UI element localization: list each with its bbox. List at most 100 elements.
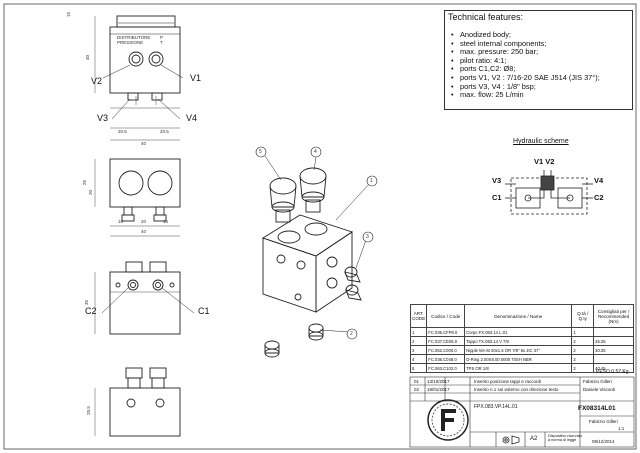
label-v4: V4	[186, 113, 198, 123]
projection-symbol-icon	[502, 435, 520, 445]
bom-header-row: ART. CODE Codice / Code Denominazione / …	[409, 304, 634, 328]
bom-header: ART. CODE	[409, 304, 428, 328]
dimension-label: 20.5	[85, 406, 91, 415]
dimension-label: 20	[88, 189, 94, 196]
bom-cell: FC.036.CFP8.0	[426, 327, 466, 337]
company-logo	[427, 399, 469, 441]
revision-description: Inserito n.1 sul esterno con direzione t…	[474, 387, 559, 392]
dimension-label: 20.5	[118, 129, 127, 134]
top-view	[94, 15, 181, 141]
top-view-engraving-right: P T	[160, 35, 164, 45]
drawing-date: 09/12/2014	[592, 439, 615, 444]
hydraulic-schematic	[505, 170, 593, 215]
bom-cell	[593, 354, 634, 364]
dimension-label: 35	[84, 299, 90, 306]
balloon-4-top	[310, 146, 322, 158]
dimension-label: 40	[85, 54, 91, 61]
title-block	[409, 376, 635, 448]
label-v1: V1	[190, 73, 202, 83]
bom-cell: TPS OR 1/8	[464, 363, 573, 373]
dimension-label: 16	[118, 219, 124, 224]
top-view-leaders	[102, 64, 184, 120]
balloon-3	[362, 231, 374, 243]
scheme-label-c1: C1	[492, 193, 502, 202]
balloon-number: 5	[259, 149, 262, 155]
bom-cell: Corpo FX.083.14 L.01	[464, 327, 573, 337]
bom-cell: 2	[571, 354, 595, 364]
bom-row: 4 FC.036.C048.0 O-Ring 2.00X8.00 0000 70…	[409, 354, 634, 364]
bom-cell: O-Ring 2.00X8.00 0000 70SH NBR	[464, 354, 573, 364]
technical-features-list: Anodized body; steel internal components…	[451, 30, 600, 100]
technical-features-box: Technical features: Anodized body; steel…	[444, 10, 633, 110]
feature-item: Anodized body;	[451, 30, 600, 40]
dimension-label: 40	[141, 141, 147, 146]
bom-cell: 30.35	[593, 345, 634, 355]
sheet-frame	[3, 3, 637, 450]
bom-cell: 2	[409, 336, 428, 346]
feature-item: max. pressure: 250 bar;	[451, 48, 600, 57]
hydraulic-scheme-title: Hydraulic scheme	[513, 138, 569, 145]
bom-cell: FC.063.C102.0	[426, 363, 466, 373]
label-c2: C2	[85, 306, 97, 316]
dimension-label: 15	[66, 11, 72, 18]
bom-cell: FC.036.C048.0	[426, 354, 466, 364]
scheme-label-v3: V3	[492, 176, 502, 185]
label-c1: C1	[198, 306, 210, 316]
bill-of-materials-table: ART. CODE Codice / Code Denominazione / …	[409, 304, 634, 373]
bom-cell	[593, 327, 634, 337]
bom-row: 2 FC.037.CE06.0 Tappo TX.083.14 V 7/8 2 …	[409, 336, 634, 346]
bom-header: Consigliati per / Recommended (Nm)	[593, 304, 634, 328]
balloon-number: 4	[314, 149, 317, 155]
bom-cell: FC.052.C000.0	[426, 345, 466, 355]
revision-date: 13/10/2017	[427, 379, 450, 384]
company-note: Dispositivo riservato a norma di legge	[548, 434, 582, 443]
bom-header: Denominazione / Name	[464, 304, 573, 328]
scheme-label-c2: C2	[594, 193, 604, 202]
bom-cell: 4	[409, 354, 428, 364]
balloon-2	[346, 328, 358, 340]
revision-number: 02	[414, 387, 420, 392]
feature-item: ports V1, V2 : 7/16-20 SAE J514 (JIS 37°…	[451, 73, 600, 83]
bom-cell: Tappo TX.083.14 V 7/8	[464, 336, 573, 346]
bom-cell: 1	[571, 327, 595, 337]
bom-cell: 5	[409, 363, 428, 373]
front-view	[94, 158, 181, 237]
dimension-label: 25	[82, 179, 88, 186]
label-v3: V3	[97, 113, 109, 123]
bom-cell: 1	[409, 327, 428, 337]
bom-header: Codice / Code	[426, 304, 466, 328]
bom-cell: 2	[571, 363, 595, 373]
balloon-5	[255, 146, 267, 158]
bom-cell: 2	[571, 336, 595, 346]
dimension-label: 20	[141, 219, 147, 224]
bom-cell: 3	[409, 345, 428, 355]
balloon-1	[366, 175, 378, 187]
dimension-label: 20.5	[160, 129, 169, 134]
drawn-by: Fabrizio Gilleri	[589, 419, 618, 424]
bom-cell: 25.25	[593, 336, 634, 346]
side-view-leaders	[101, 287, 195, 314]
feature-item: ports V3, V4 : 1/8" bsp;	[451, 82, 600, 92]
balloon-number: 1	[370, 178, 373, 184]
bom-cell: Nipple MA M 20x1.5 OR 7/8" 8x JIC 37°	[464, 345, 573, 355]
top-view-engraving-left: DISTRIBUTORE PRESSIONE	[117, 35, 151, 45]
drawing-scale: 1:1	[618, 426, 625, 431]
balloon-number: 2	[350, 331, 353, 337]
bom-header: Q.tà / Q.ty	[571, 304, 595, 328]
bom-cell: 40.45	[593, 363, 634, 373]
side-view	[94, 261, 181, 335]
drawing-description: FPX.083.VP.14L.01	[474, 404, 518, 410]
bom-row: 1 FC.036.CFP8.0 Corpo FX.083.14 L.01 1	[409, 327, 634, 337]
label-v2: V2	[91, 76, 103, 86]
bottom-view	[94, 367, 181, 437]
feature-item: ports C1,C2: Ø8;	[451, 65, 600, 74]
bom-cell: 2	[571, 345, 595, 355]
balloons	[255, 146, 378, 340]
weight-label: PESO 0.57 Kg	[596, 369, 629, 375]
feature-item: pilot ratio: 4:1;	[451, 56, 600, 66]
drawing-code: FX08314L01	[578, 405, 616, 412]
feature-item: max. flow: 25 L/min	[451, 91, 600, 100]
balloon-leaders	[264, 155, 371, 333]
revision-author: Fabrizio Gilleri	[583, 379, 612, 384]
